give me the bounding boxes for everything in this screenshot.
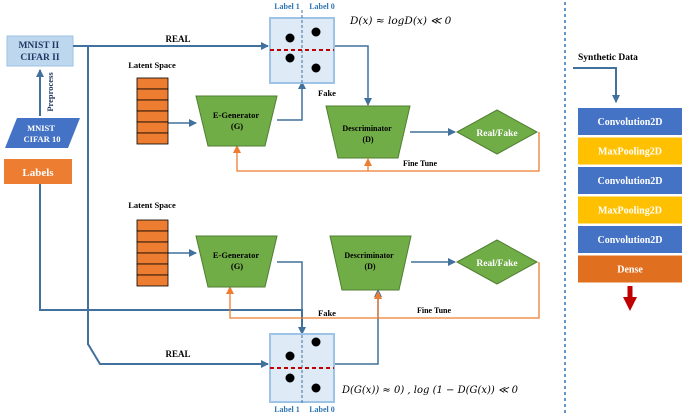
top-latent-stack [136,77,169,145]
preprocess-label: Preprocess [45,72,55,112]
labels-box [4,159,72,184]
bottom-discriminator-label: Descriminator (D) [344,251,395,271]
top-dot [285,53,295,63]
latent-cell [136,132,169,145]
classifier-stack: Convolution2D MaxPooling2D Convolution2D Ma… [578,108,682,283]
latent-cell [136,99,169,112]
bottom-real-label: REAL [165,349,190,359]
bottom-dot [285,373,295,383]
latent-cell [136,274,169,287]
top-real-fake-label: Real/Fake [476,129,517,139]
bottom-label1: Label 1 [274,405,300,414]
latent-cell [136,88,169,101]
latent-cell [136,230,169,243]
layer-maxpooling2d [578,196,682,224]
latent-cell [136,121,169,134]
bottom-latent-stack [136,219,169,287]
layer-maxpooling2d [578,137,682,165]
bottom-fake-label: Fake [318,308,336,318]
top-generator-label: E-Generator (G) [213,110,261,131]
top-generator [195,95,278,147]
top-real-label: REAL [165,34,190,44]
top-fake-label: Fake [318,88,336,98]
top-equation: D(x) ≈ logD(x) ≪ 0 [349,15,452,27]
synthetic-data-label: Synthetic Data [578,53,638,63]
bottom-generator-label: E-Generator (G) [213,250,261,271]
layer-label: Convolution2D [597,117,662,128]
bottom-equation: D(G(x)) ≈ 0) , log (1 − D(G(x)) ≪ 0 [341,385,519,396]
layer-label: MaxPooling2D [598,206,662,217]
top-label0: Label 0 [309,2,335,11]
bottom-real-fake-label: Real/Fake [476,259,517,269]
top-real-fake [455,109,539,155]
layer-convolution2d [578,167,682,194]
raw-dataset-box [5,118,80,148]
bottom-fine-tune-label: Fine Tune [417,306,451,315]
layer-label: Convolution2D [597,235,662,246]
raw-dataset-label: MNIST CIFAR 10 [24,123,61,144]
bottom-generator [195,235,278,288]
latent-cell [136,219,169,232]
layer-dense [578,255,682,283]
dataset-box [6,35,74,67]
latent-cell [136,263,169,276]
bottom-label0: Label 0 [309,405,335,414]
latent-cell [136,77,169,90]
layer-convolution2d [578,226,682,253]
top-dot [311,63,321,73]
labels-text: Labels [22,167,54,179]
top-label1: Label 1 [274,2,300,11]
bottom-dot [311,337,321,347]
top-discriminator [325,105,411,159]
bottom-discriminator [329,235,412,291]
bottom-dot [285,351,295,361]
top-latent-label: Latent Space [128,60,176,70]
latent-cell [136,241,169,254]
layer-convolution2d [578,108,682,135]
dataset-label: MNIST II CIFAR II [18,41,61,63]
latent-cell [136,252,169,265]
bottom-latent-label: Latent Space [128,200,176,210]
layer-label: Convolution2D [597,176,662,187]
bottom-dot [311,383,321,393]
top-fine-tune-label: Fine Tune [403,159,437,168]
latent-cell [136,110,169,123]
top-dot [311,27,321,37]
bottom-real-fake [455,239,539,285]
top-dot [285,33,295,43]
layer-label: Dense [617,265,643,276]
top-discriminator-label: Descriminator (D) [342,124,393,144]
layer-label: MaxPooling2D [598,147,662,158]
